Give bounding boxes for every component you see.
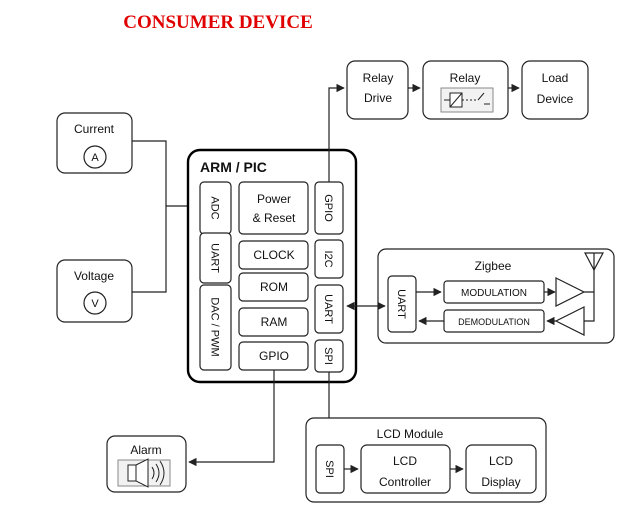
- alarm-label: Alarm: [130, 443, 161, 457]
- load-label-1: Load: [542, 71, 569, 85]
- zigbee-uart-block: [387, 275, 417, 333]
- diagram-title: CONSUMER DEVICE: [123, 12, 313, 33]
- relay-block: Relay: [422, 60, 509, 120]
- clock-label: CLOCK: [253, 248, 294, 262]
- mcu-block: ARM / PIC ADC UART DAC / PWM Power & Res…: [186, 148, 358, 384]
- adc-label: ADC: [209, 196, 221, 219]
- relay-drive-label-2: Drive: [364, 91, 392, 105]
- svg-text:V: V: [91, 298, 99, 310]
- lcd-display-block: [465, 444, 537, 494]
- antenna-feed-wire: [584, 291, 595, 322]
- demodulation-label: DEMODULATION: [458, 317, 530, 327]
- gpio-bottom-label: GPIO: [259, 349, 289, 363]
- lcd-controller-label-2: Controller: [379, 475, 431, 489]
- lcd-display-label-2: Display: [481, 475, 520, 489]
- power-reset-block: [238, 181, 309, 235]
- spi-mcu-label: SPI: [322, 347, 334, 365]
- gpio-to-alarm-wire: [188, 370, 275, 467]
- relay-drive-block: Relay Drive: [346, 60, 409, 120]
- current-sensor: Current A: [56, 112, 133, 174]
- power-label: Power: [257, 192, 291, 206]
- zigbee-uart-label: UART: [395, 289, 407, 319]
- voltage-to-adc-wire: [132, 201, 200, 293]
- uart-right-block: [314, 284, 344, 334]
- svg-text:A: A: [91, 152, 99, 164]
- zigbee-title: Zigbee: [475, 259, 512, 273]
- i2c-label: I2C: [322, 250, 334, 267]
- voltage-sensor: Voltage V: [56, 259, 133, 323]
- load-device-block: Load Device: [521, 60, 589, 120]
- current-to-adc-wire: [132, 140, 167, 206]
- dac-pwm-label: DAC / PWM: [209, 297, 221, 356]
- relay-label: Relay: [450, 71, 481, 85]
- modulation-label: MODULATION: [461, 288, 527, 299]
- voltage-label: Voltage: [74, 269, 114, 283]
- ammeter-icon: A: [83, 145, 107, 169]
- speaker-icon: [117, 458, 171, 488]
- lcd-controller-label-1: LCD: [393, 454, 417, 468]
- lcd-display-label-1: LCD: [489, 454, 513, 468]
- alarm-block: Alarm: [106, 435, 187, 493]
- lcd-module: LCD Module SPI LCD Controller LCD Displa…: [305, 417, 547, 503]
- gpio-to-relay-drive-wire: [328, 83, 345, 182]
- gpio-top-label: GPIO: [322, 194, 334, 222]
- ram-block: [238, 307, 309, 337]
- current-label: Current: [74, 122, 115, 136]
- clock-block: [238, 240, 309, 270]
- lcd-spi-label: SPI: [323, 460, 335, 478]
- load-label-2: Device: [537, 92, 574, 106]
- zigbee-module: Zigbee UART MODULATION DEMODULATION: [377, 248, 615, 344]
- voltmeter-icon: V: [83, 291, 107, 315]
- lcd-module-title: LCD Module: [377, 427, 444, 441]
- relay-drive-label-1: Relay: [363, 71, 394, 85]
- ram-label: RAM: [261, 315, 288, 329]
- uart-left-block: [199, 232, 232, 284]
- dac-pwm-block: [199, 284, 232, 371]
- rom-label: ROM: [260, 280, 288, 294]
- reset-label: & Reset: [253, 211, 296, 225]
- uart-right-label: UART: [322, 294, 334, 324]
- antenna-icon: [584, 252, 604, 272]
- i2c-block: [314, 239, 344, 279]
- relay-coil-icon: [440, 87, 494, 113]
- mcu-title: ARM / PIC: [200, 159, 267, 175]
- rom-block: [238, 272, 309, 302]
- uart-left-label: UART: [209, 243, 221, 273]
